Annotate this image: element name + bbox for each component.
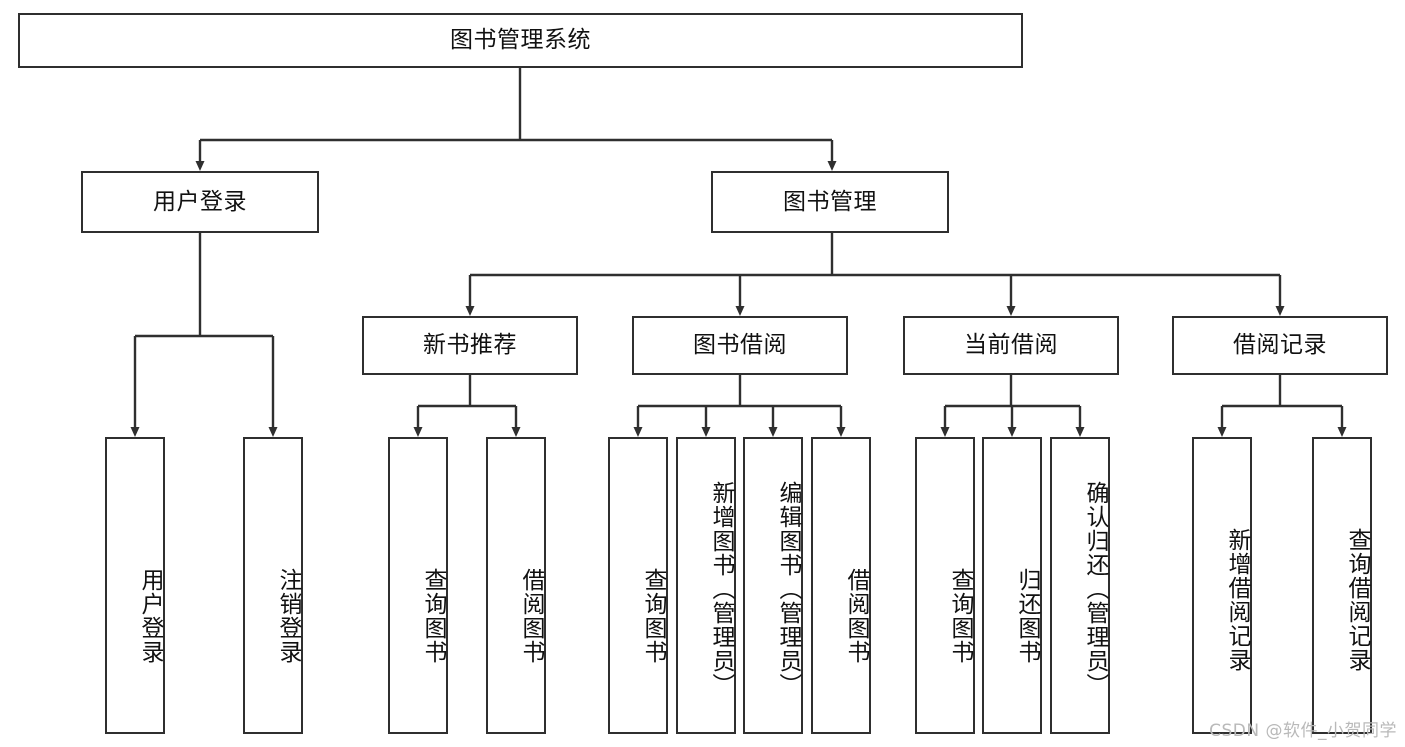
node-book-manage-label: 图书管理 [783,188,877,215]
node-leaf-query-book-2-label: 查询图书 [640,567,666,664]
node-root-label: 图书管理系统 [450,27,591,54]
csdn-watermark: CSDN @软件_小贺同学 [1209,721,1397,741]
node-leaf-query-book-3-label: 查询图书 [947,567,973,664]
node-leaf-add-record[interactable]: 新增借阅记录 [1192,437,1252,734]
node-leaf-query-book-2[interactable]: 查询图书 [608,437,668,734]
node-leaf-user-login[interactable]: 用户登录 [105,437,165,734]
node-leaf-query-book-1-label: 查询图书 [420,567,446,664]
node-user-login[interactable]: 用户登录 [81,171,319,233]
node-leaf-edit-book[interactable]: 编辑图书（管理员） [743,437,803,734]
node-leaf-add-record-label: 新增借阅记录 [1224,527,1250,672]
node-root[interactable]: 图书管理系统 [18,13,1023,68]
node-leaf-user-login-label: 用户登录 [137,567,163,664]
node-leaf-borrow-book-2[interactable]: 借阅图书 [811,437,871,734]
node-leaf-borrow-book-1-label: 借阅图书 [518,567,544,664]
node-leaf-confirm-return[interactable]: 确认归还（管理员） [1050,437,1110,734]
node-leaf-return-book-label: 归还图书 [1014,567,1040,664]
node-leaf-edit-book-label: 编辑图书（管理员） [775,480,801,697]
node-leaf-query-book-1[interactable]: 查询图书 [388,437,448,734]
node-leaf-query-record[interactable]: 查询借阅记录 [1312,437,1372,734]
node-current-borrow-label: 当前借阅 [964,332,1058,359]
node-current-borrow[interactable]: 当前借阅 [903,316,1119,375]
node-leaf-borrow-book-1[interactable]: 借阅图书 [486,437,546,734]
node-leaf-user-logout[interactable]: 注销登录 [243,437,303,734]
node-new-book-rec-label: 新书推荐 [423,332,517,359]
node-leaf-query-record-label: 查询借阅记录 [1344,527,1370,672]
node-book-borrow[interactable]: 图书借阅 [632,316,848,375]
node-new-book-rec[interactable]: 新书推荐 [362,316,578,375]
node-leaf-add-book-label: 新增图书（管理员） [708,480,734,697]
node-leaf-borrow-book-2-label: 借阅图书 [843,567,869,664]
node-book-borrow-label: 图书借阅 [693,332,787,359]
node-leaf-confirm-return-label: 确认归还（管理员） [1082,480,1108,697]
node-leaf-return-book[interactable]: 归还图书 [982,437,1042,734]
node-user-login-label: 用户登录 [153,188,247,215]
node-leaf-add-book[interactable]: 新增图书（管理员） [676,437,736,734]
node-leaf-user-logout-label: 注销登录 [275,567,301,664]
node-borrow-record[interactable]: 借阅记录 [1172,316,1388,375]
node-leaf-query-book-3[interactable]: 查询图书 [915,437,975,734]
node-borrow-record-label: 借阅记录 [1233,332,1327,359]
node-book-manage[interactable]: 图书管理 [711,171,949,233]
